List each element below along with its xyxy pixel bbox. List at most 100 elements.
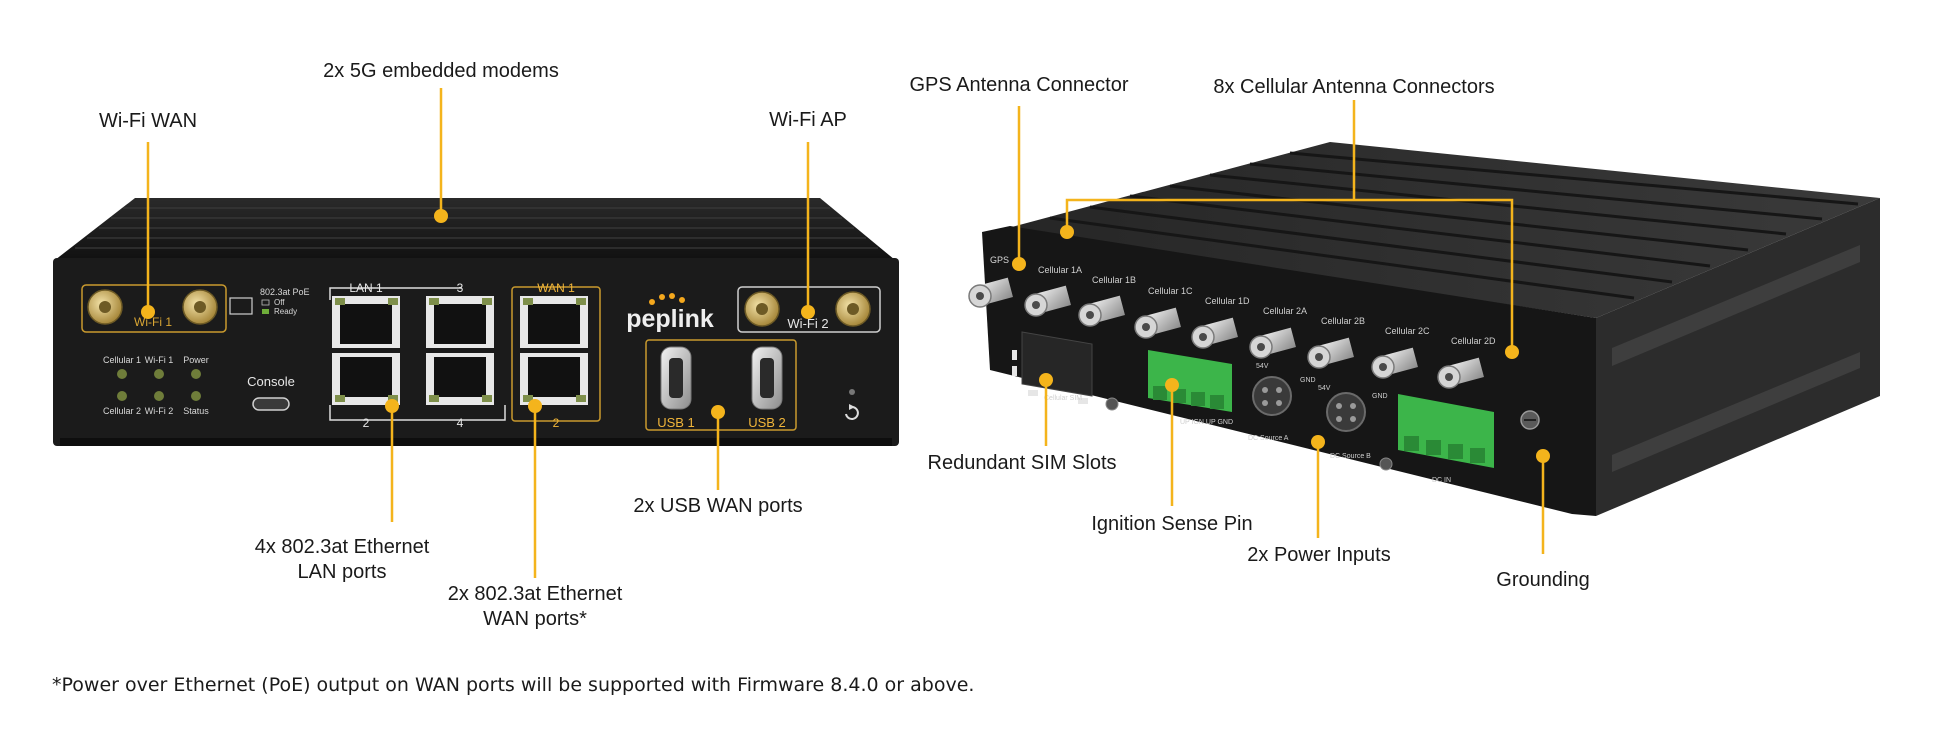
- rear-heatsink-fins: [1049, 151, 1859, 300]
- reset-pinhole[interactable]: [849, 389, 855, 395]
- cellular-1d-label: Cellular 1D: [1205, 296, 1250, 306]
- led-cellular2: [117, 391, 127, 401]
- callout-power: 2x Power Inputs: [1247, 544, 1391, 566]
- rear-screw-2: [1379, 457, 1393, 471]
- wifi2-antenna-core-b: [847, 303, 859, 315]
- sim-slot-1[interactable]: [1028, 390, 1038, 396]
- peplink-logo: peplink: [626, 293, 714, 333]
- cellular-2d-label: Cellular 2D: [1451, 336, 1496, 346]
- dot-wan: [528, 399, 542, 413]
- wan2-port[interactable]: [520, 353, 588, 405]
- lan4-label: 4: [457, 416, 464, 430]
- usb1-port[interactable]: [660, 346, 692, 410]
- lan1-label: LAN 1: [349, 281, 383, 295]
- callout-wifi-wan: Wi-Fi WAN: [98, 110, 198, 132]
- poe-legend-ready: Ready: [274, 307, 297, 316]
- front-heatsink-fins: [75, 207, 878, 249]
- dot-grounding: [1536, 449, 1550, 463]
- poe-legend-icon: [229, 297, 253, 315]
- usb2-port[interactable]: [751, 346, 783, 410]
- dc-source-a-input[interactable]: [1252, 376, 1292, 416]
- brand-name: peplink: [626, 305, 714, 333]
- poe-legend-ready-swatch: [262, 309, 269, 314]
- cellular-1c-label: Cellular 1C: [1148, 286, 1193, 296]
- cellular-1c-connector[interactable]: [1134, 307, 1181, 339]
- dot-cellular-first: [1060, 225, 1074, 239]
- callout-grounding: Grounding: [1496, 569, 1590, 591]
- cellular-2a-connector[interactable]: [1249, 327, 1296, 359]
- dc-in-label: DC IN: [1432, 477, 1451, 484]
- dc-b-pin-label-gnd: GND: [1372, 393, 1388, 400]
- dot-lan: [385, 399, 399, 413]
- cellular-2d-connector[interactable]: [1437, 357, 1484, 389]
- wan1-label: WAN 1: [537, 281, 575, 295]
- wifi1-antenna-core-b: [194, 301, 206, 313]
- dc-in-terminal-block[interactable]: [1398, 394, 1494, 468]
- dc-b-pin-label-54v: 54V: [1318, 385, 1331, 392]
- poe-legend-title: 802.3at PoE: [260, 287, 310, 297]
- reset-icon-arrow: [849, 404, 855, 410]
- wifi1-antenna-label: Wi-Fi 1: [134, 315, 172, 329]
- led-wifi1: [154, 369, 164, 379]
- callout-wifi-ap: Wi-Fi AP: [769, 109, 847, 131]
- callout-gps: GPS Antenna Connector: [909, 74, 1129, 96]
- dc-a-pin-label-gnd: GND: [1300, 377, 1316, 384]
- lan1-port[interactable]: [332, 296, 400, 348]
- poe-legend-off-swatch: [261, 299, 270, 306]
- led-label-cellular2: Cellular 2: [103, 406, 141, 416]
- dot-ignition: [1165, 378, 1179, 392]
- gps-port-label: GPS: [990, 255, 1009, 265]
- led-label-wifi2: Wi-Fi 2: [145, 406, 174, 416]
- dc-source-b-input[interactable]: [1326, 392, 1366, 432]
- cellular-1b-label: Cellular 1B: [1092, 275, 1136, 285]
- dot-usb: [711, 405, 725, 419]
- front-base: [60, 438, 892, 446]
- console-usb-c-port[interactable]: [252, 397, 290, 411]
- dc-source-a-label: DC Source A: [1248, 435, 1289, 442]
- cellular-2a-label: Cellular 2A: [1263, 306, 1307, 316]
- dot-wifi-ap: [801, 305, 815, 319]
- dot-power: [1311, 435, 1325, 449]
- ignition-terminal-block[interactable]: [1148, 350, 1232, 412]
- cellular-antenna-connectors: [1024, 285, 1484, 389]
- lan-frame-bottom: [329, 405, 506, 421]
- led-status: [191, 391, 201, 401]
- front-heatsink: [55, 198, 895, 260]
- cellular-2b-label: Cellular 2B: [1321, 316, 1365, 326]
- lan-frame-top: [329, 287, 462, 300]
- wan1-port[interactable]: [520, 296, 588, 348]
- lan2-port[interactable]: [332, 353, 400, 405]
- led-label-power: Power: [183, 355, 209, 365]
- wan-frame: [511, 286, 601, 422]
- usb-frame: [645, 339, 797, 431]
- dc-source-b-label: DC Source B: [1330, 453, 1371, 460]
- lan3-label: 3: [457, 281, 464, 295]
- callout-lan: 4x 802.3at Ethernet LAN ports: [222, 535, 462, 585]
- cellular-1a-connector[interactable]: [1024, 285, 1071, 317]
- cellular-1d-connector[interactable]: [1191, 317, 1238, 349]
- cellular-1b-connector[interactable]: [1078, 295, 1125, 327]
- callout-lan-line1: 4x 802.3at Ethernet: [254, 536, 430, 558]
- led-label-status: Status: [183, 406, 209, 416]
- usb1-label: USB 1: [657, 415, 695, 430]
- cellular-2b-connector[interactable]: [1307, 337, 1354, 369]
- sim-slot-2[interactable]: [1078, 398, 1088, 404]
- led-power: [191, 369, 201, 379]
- wan2-label: 2: [553, 416, 560, 430]
- callout-cellular: 8x Cellular Antenna Connectors: [1213, 76, 1495, 98]
- rear-router-unit: GPS: [968, 142, 1880, 516]
- wifi2-antenna-core-a: [756, 303, 768, 315]
- cellular-2c-connector[interactable]: [1371, 347, 1418, 379]
- lan4-port[interactable]: [426, 353, 494, 405]
- callout-ignition: Ignition Sense Pin: [1091, 513, 1253, 535]
- cellular-port-labels: Cellular 1A Cellular 1B Cellular 1C Cell…: [1038, 265, 1496, 346]
- reset-icon: [845, 406, 859, 420]
- gps-antenna-connector[interactable]: [968, 277, 1013, 308]
- ignition-terminal-label: UP IGN UP GND: [1180, 419, 1233, 426]
- callout-dots: [141, 209, 1550, 463]
- cellular-2c-label: Cellular 2C: [1385, 326, 1430, 336]
- usb2-label: USB 2: [748, 415, 786, 430]
- callout-modems: 2x 5G embedded modems: [323, 60, 559, 82]
- lan3-port[interactable]: [426, 296, 494, 348]
- rear-screw-1: [1105, 397, 1119, 411]
